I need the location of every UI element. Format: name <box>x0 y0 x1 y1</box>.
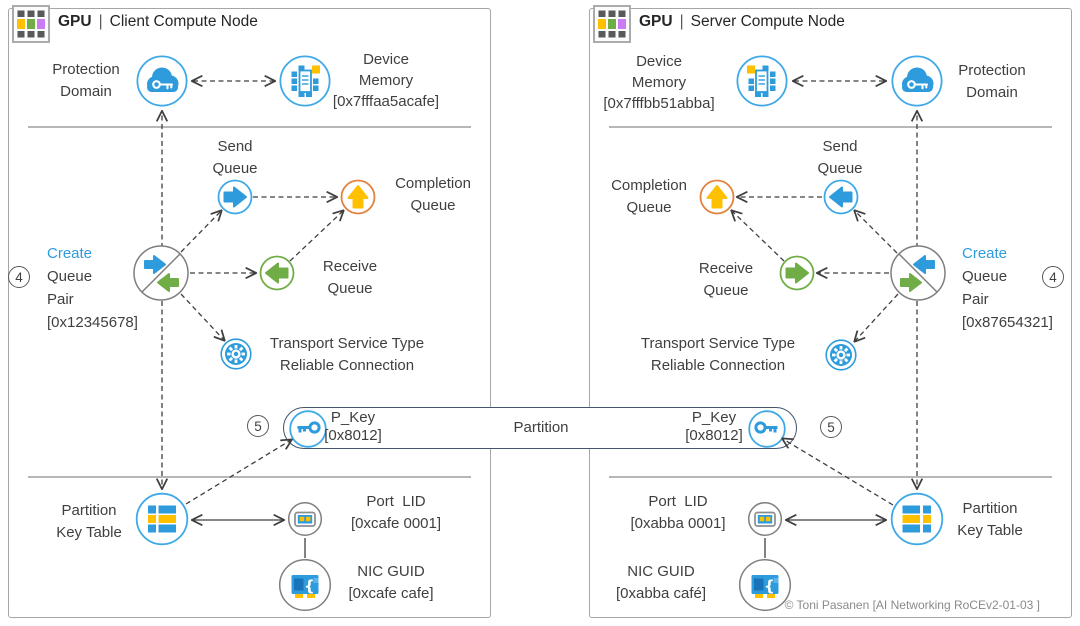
client-title-separator: | <box>98 13 103 30</box>
completion-queue-icon <box>340 179 376 220</box>
client-title-product: GPU <box>58 13 92 30</box>
nic-guid-label: NIC GUID [0xcafe cafe] <box>348 563 434 602</box>
server-title-product: GPU <box>639 13 673 30</box>
transport-gear-icon <box>219 337 253 376</box>
partition-key-table-icon <box>890 492 944 551</box>
client-qp-transport-link <box>180 293 224 340</box>
server-rq-cq-link <box>732 211 785 262</box>
nic-card-icon: { <box>738 558 792 617</box>
send-queue-icon <box>217 179 253 220</box>
pkey-key-icon <box>747 409 787 454</box>
device-memory-label: Device Memory [0x7fffbb51abba] <box>603 53 715 112</box>
gpu-chip-icon <box>12 5 50 48</box>
pkey-right-label: P_Key [0x8012] <box>685 409 743 444</box>
queue-pair-icon <box>889 244 947 307</box>
completion-queue-label: Completion Queue <box>611 177 687 216</box>
server-qp-sq-link <box>855 211 898 254</box>
nic-guid-label: NIC GUID [0xabba café] <box>615 563 707 602</box>
client-title-name: Client Compute Node <box>109 13 258 30</box>
step-4-badge: 4 <box>1042 266 1064 288</box>
receive-queue-icon <box>779 255 815 296</box>
port-lid-icon <box>287 501 323 542</box>
device-memory-label: Device Memory [0x7fffaa5acafe] <box>332 51 440 110</box>
partition-key-table-label: Partition Key Table <box>957 500 1023 539</box>
create-queue-pair-label: Create Queue Pair [0x12345678] <box>47 245 138 331</box>
device-memory-icon <box>279 55 331 112</box>
server-title-separator: | <box>679 13 684 30</box>
server-panel-title: GPU | Server Compute Node <box>639 13 845 31</box>
protection-domain-cloud-key-icon <box>136 55 188 112</box>
create-queue-pair-label: Create Queue Pair [0x87654321] <box>962 245 1053 331</box>
receive-queue-label: Receive Queue <box>698 260 754 299</box>
transport-gear-icon <box>824 338 858 377</box>
partition-pill: P_Key [0x8012] Partition P_Key [0x8012] <box>283 407 797 449</box>
svg-text:{: { <box>304 577 315 595</box>
completion-queue-icon <box>699 179 735 220</box>
receive-queue-icon <box>259 255 295 296</box>
send-queue-label: Send Queue <box>212 138 258 177</box>
nic-card-icon: { <box>278 558 332 617</box>
port-lid-label: Port LID [0xcafe 0001] <box>350 493 442 532</box>
client-qp-sq-link <box>180 211 221 253</box>
send-queue-icon <box>823 179 859 220</box>
device-memory-icon <box>736 55 788 112</box>
server-node-panel <box>589 8 1072 618</box>
completion-queue-label: Completion Queue <box>395 175 471 214</box>
copyright-credit: © Toni Pasanen [AI Networking RoCEv2-01-… <box>784 598 1040 612</box>
partition-label: Partition <box>513 419 569 436</box>
client-rq-cq-link <box>289 211 343 262</box>
protection-domain-cloud-key-icon <box>891 55 943 112</box>
protection-domain-label: Protection Domain <box>52 61 120 100</box>
svg-text:{: { <box>764 577 775 595</box>
port-lid-label: Port LID [0xabba 0001] <box>630 493 726 532</box>
server-title-name: Server Compute Node <box>690 13 845 30</box>
partition-key-table-label: Partition Key Table <box>56 502 122 541</box>
receive-queue-label: Receive Queue <box>322 258 378 297</box>
port-lid-icon <box>747 501 783 542</box>
protection-domain-label: Protection Domain <box>958 62 1026 101</box>
transport-service-label: Transport Service Type Reliable Connecti… <box>640 335 796 374</box>
queue-pair-icon <box>132 244 190 307</box>
step-5-badge: 5 <box>247 415 269 437</box>
send-queue-label: Send Queue <box>817 138 863 177</box>
step-5-badge: 5 <box>820 416 842 438</box>
pkey-left-label: P_Key [0x8012] <box>324 409 382 444</box>
pkey-key-icon <box>288 409 328 454</box>
server-qp-transport-link <box>855 293 899 341</box>
step-4-badge: 4 <box>8 266 30 288</box>
partition-key-table-icon <box>135 492 189 551</box>
transport-service-label: Transport Service Type Reliable Connecti… <box>269 335 425 374</box>
client-panel-title: GPU | Client Compute Node <box>58 13 258 31</box>
client-node-panel <box>8 8 491 618</box>
gpu-chip-icon <box>593 5 631 48</box>
